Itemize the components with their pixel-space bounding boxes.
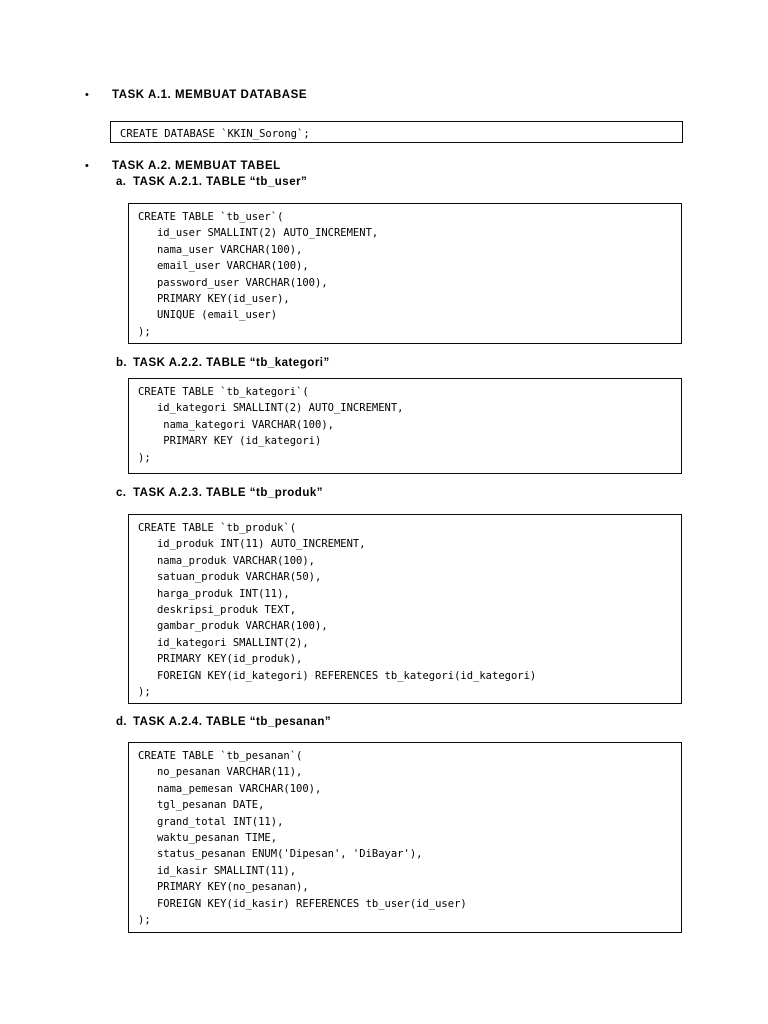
- subtask-heading-a23: c. TASK A.2.3. TABLE “tb_produk”: [116, 486, 323, 501]
- code-block-tb-produk: CREATE TABLE `tb_produk`( id_produk INT(…: [128, 514, 682, 704]
- subtask-heading-a24-label: TASK A.2.4. TABLE “tb_pesanan”: [133, 716, 332, 728]
- subtask-heading-a23-label: TASK A.2.3. TABLE “tb_produk”: [133, 487, 323, 499]
- code-block-create-database: CREATE DATABASE `KKIN_Sorong`;: [110, 121, 683, 143]
- code-block-tb-kategori: CREATE TABLE `tb_kategori`( id_kategori …: [128, 378, 682, 474]
- subtask-heading-a22: b. TASK A.2.2. TABLE “tb_kategori”: [116, 356, 330, 371]
- code-text-tb-user: CREATE TABLE `tb_user`( id_user SMALLINT…: [138, 211, 379, 338]
- subtask-marker-c: c.: [116, 487, 127, 499]
- task-heading-a1-label: TASK A.1. MEMBUAT DATABASE: [112, 89, 308, 101]
- task-heading-a2-label: TASK A.2. MEMBUAT TABEL: [112, 160, 281, 172]
- subtask-marker-b: b.: [116, 357, 128, 369]
- subtask-heading-a21-label: TASK A.2.1. TABLE “tb_user”: [133, 176, 308, 188]
- subtask-heading-a21: a. TASK A.2.1. TABLE “tb_user”: [116, 175, 307, 190]
- code-text-tb-kategori: CREATE TABLE `tb_kategori`( id_kategori …: [138, 386, 404, 464]
- code-text-create-database: CREATE DATABASE `KKIN_Sorong`;: [120, 128, 310, 140]
- bullet-icon: •: [85, 160, 89, 172]
- code-block-tb-pesanan: CREATE TABLE `tb_pesanan`( no_pesanan VA…: [128, 742, 682, 933]
- task-heading-a1: • TASK A.1. MEMBUAT DATABASE: [82, 88, 307, 103]
- task-heading-a2: • TASK A.2. MEMBUAT TABEL: [82, 159, 281, 174]
- code-block-tb-user: CREATE TABLE `tb_user`( id_user SMALLINT…: [128, 203, 682, 344]
- subtask-heading-a24: d. TASK A.2.4. TABLE “tb_pesanan”: [116, 715, 331, 730]
- subtask-marker-a: a.: [116, 176, 127, 188]
- subtask-heading-a22-label: TASK A.2.2. TABLE “tb_kategori”: [133, 357, 330, 369]
- code-text-tb-produk: CREATE TABLE `tb_produk`( id_produk INT(…: [138, 522, 537, 699]
- code-text-tb-pesanan: CREATE TABLE `tb_pesanan`( no_pesanan VA…: [138, 750, 467, 927]
- bullet-icon: •: [85, 89, 89, 101]
- subtask-marker-d: d.: [116, 716, 128, 728]
